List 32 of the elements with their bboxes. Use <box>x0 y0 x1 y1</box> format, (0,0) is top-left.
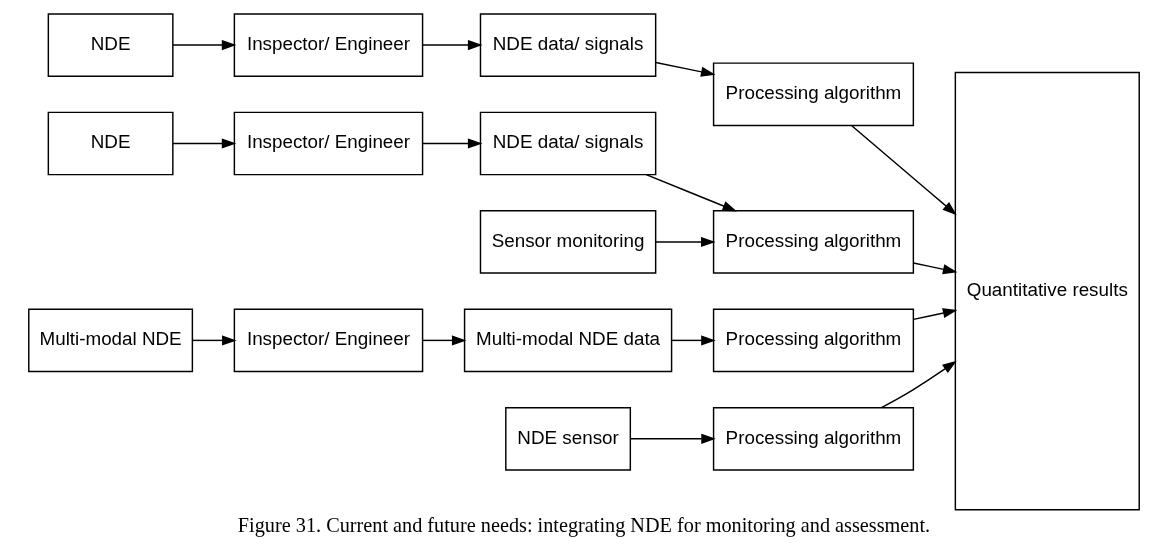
caption: Figure 31. Current and future needs: integrating NDE for monitoring and assessment. <box>237 513 930 536</box>
node-box: NDE data/ signals <box>479 13 656 77</box>
node-box: Quantitative results <box>954 71 1140 511</box>
arrow <box>421 138 482 149</box>
arrow <box>880 360 957 409</box>
node-box: Inspector/ Engineer <box>233 308 423 373</box>
arrow <box>421 39 482 51</box>
node-box: NDE data/ signals <box>479 111 656 176</box>
arrow <box>171 39 236 51</box>
arrow <box>171 138 236 149</box>
arrow <box>629 433 716 444</box>
arrow <box>645 173 737 212</box>
arrow <box>912 262 957 275</box>
node-box: Multi-modal NDE <box>27 308 193 373</box>
node-box: Processing algorithm <box>712 62 914 127</box>
node-box: Inspector/ Engineer <box>233 111 423 176</box>
arrow <box>654 61 715 77</box>
node-box: Processing algorithm <box>712 210 914 274</box>
node-box: NDE <box>47 111 174 176</box>
node-box: Sensor monitoring <box>479 210 656 274</box>
arrow <box>850 124 957 216</box>
node-box: Inspector/ Engineer <box>233 13 423 77</box>
node-box: NDE sensor <box>504 407 631 471</box>
node-box: Processing algorithm <box>712 308 914 373</box>
arrow <box>421 335 466 346</box>
node-box: Processing algorithm <box>712 407 914 471</box>
arrow <box>912 308 957 321</box>
node-box: Multi-modal NDE data <box>463 308 672 373</box>
node-box: NDE <box>47 13 174 77</box>
arrow <box>191 335 237 346</box>
arrow <box>654 236 715 248</box>
arrow <box>670 335 716 346</box>
